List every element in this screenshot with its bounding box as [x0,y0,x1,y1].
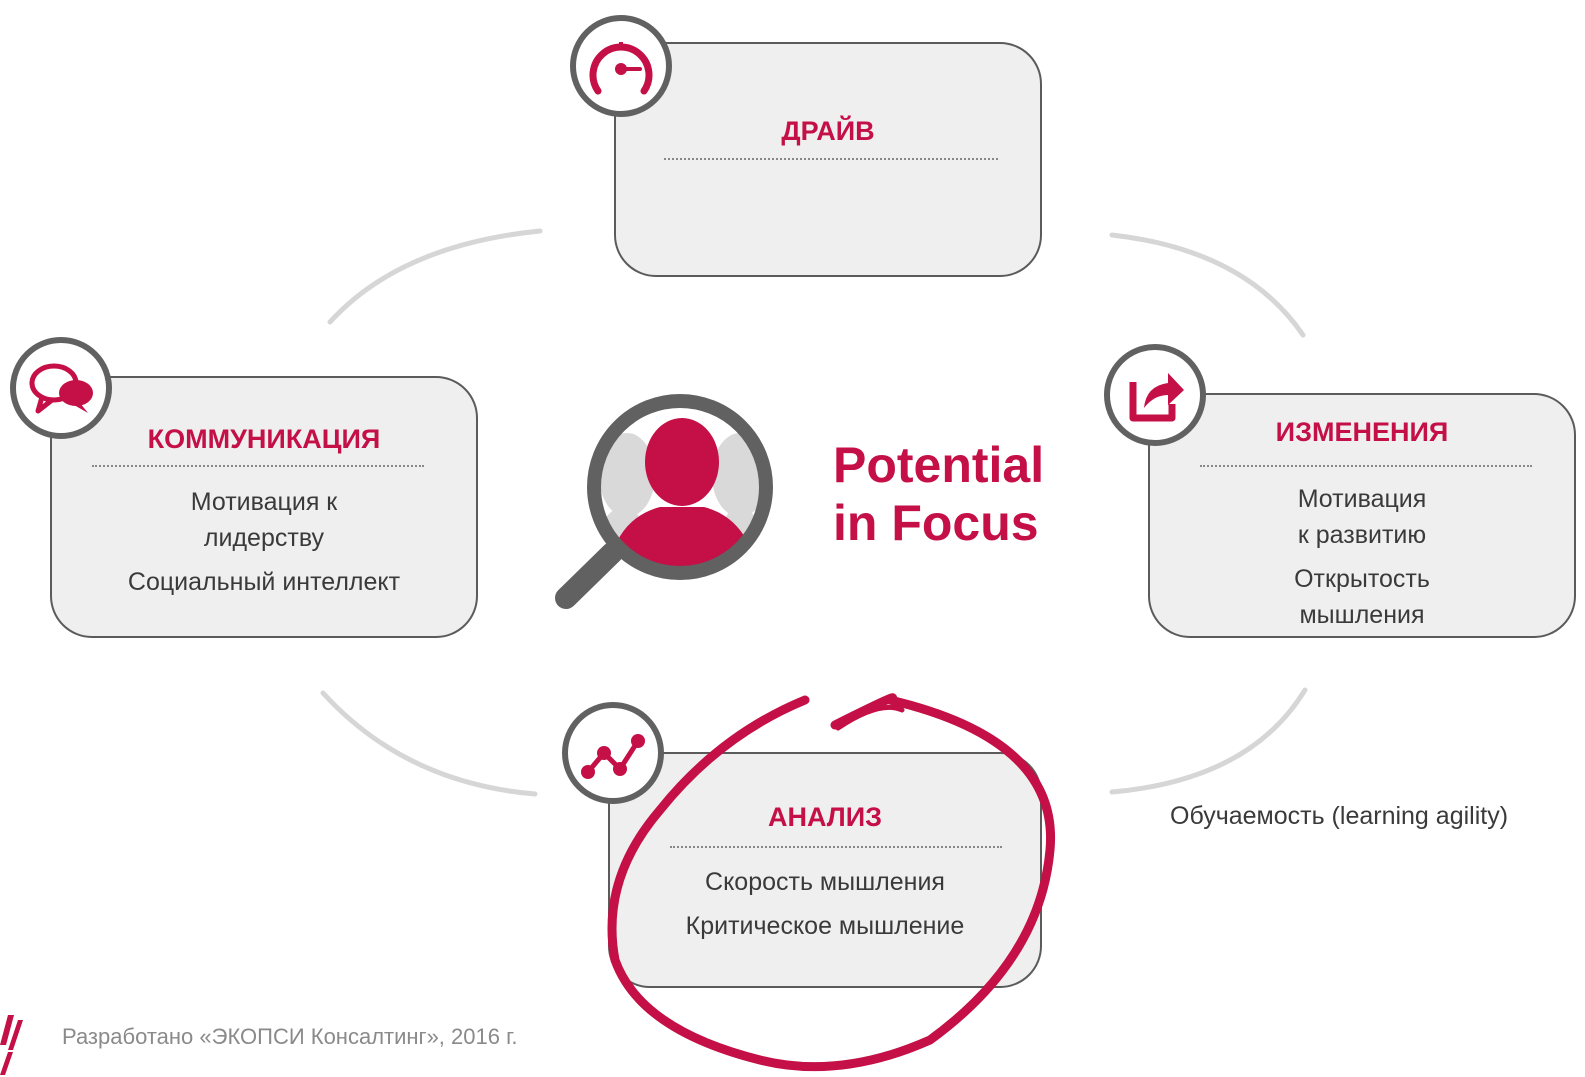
line-graph-icon [581,734,645,779]
learning-agility-label: Обучаемость (learning agility) [1170,802,1509,830]
arc-top-right [1109,232,1306,338]
card-communication-divider [92,465,424,467]
card-analysis-item-speed: Скорость мышления [705,868,945,896]
card-change-title: ИЗМЕНЕНИЯ [1275,417,1449,447]
card-communication-title: КОММУНИКАЦИЯ [147,424,381,454]
arc-bottom-left [320,690,538,797]
footer-credit: Разработано «ЭКОПСИ Консалтинг», 2016 г. [62,1024,518,1049]
card-analysis-divider [670,846,1002,848]
arc-bottom-right [1109,687,1308,795]
card-communication-item-leadership: Мотивация к лидерству [190,488,338,552]
card-change: ИЗМЕНЕНИЯ Мотивация к развитию Открытост… [1148,393,1576,638]
speedometer-icon [589,42,653,95]
badge-drive [570,15,672,117]
card-analysis-title: АНАЛИЗ [767,802,883,832]
card-communication-item-social: Социальный интеллект [127,568,401,596]
share-arrow-icon [1129,373,1184,422]
badge-change [1104,344,1206,446]
card-change-item-openness: Открытость мышления [1294,565,1430,629]
card-change-item-development: Мотивация к развитию [1297,485,1427,549]
card-change-divider [1200,465,1532,467]
card-analysis-item-critical: Критическое мышление [685,912,965,940]
arc-top-left [327,228,543,325]
card-communication: КОММУНИКАЦИЯ Мотивация к лидерству Социа… [50,376,478,638]
center-title-line2: in Focus [833,495,1039,551]
card-drive-divider [664,158,998,160]
badge-communication [10,337,112,439]
badge-analysis [562,702,664,804]
card-drive: ДРАЙВ [614,42,1042,277]
card-drive-title: ДРАЙВ [781,116,875,146]
speech-bubbles-icon [29,363,93,414]
center-title: Potential in Focus [833,436,1044,552]
center-title-line1: Potential [833,437,1045,493]
